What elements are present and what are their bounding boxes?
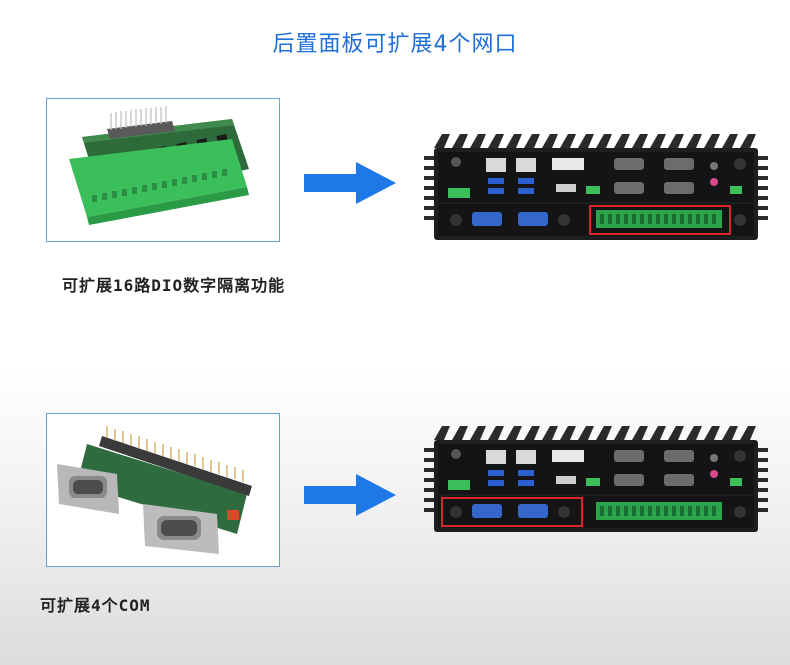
dio-module-photo — [46, 98, 280, 242]
device-rear-panel-com — [424, 426, 768, 532]
arrow-right-icon — [304, 162, 396, 204]
com-board-illustration — [47, 414, 279, 566]
dio-board-illustration — [47, 99, 279, 241]
com-module-photo — [46, 413, 280, 567]
com-caption: 可扩展4个COM — [40, 596, 151, 615]
dio-caption: 可扩展16路DIO数字隔离功能 — [62, 276, 286, 295]
page-title: 后置面板可扩展4个网口 — [272, 32, 518, 57]
device-rear-panel-dio — [424, 134, 768, 240]
arrow-right-icon — [304, 474, 396, 516]
